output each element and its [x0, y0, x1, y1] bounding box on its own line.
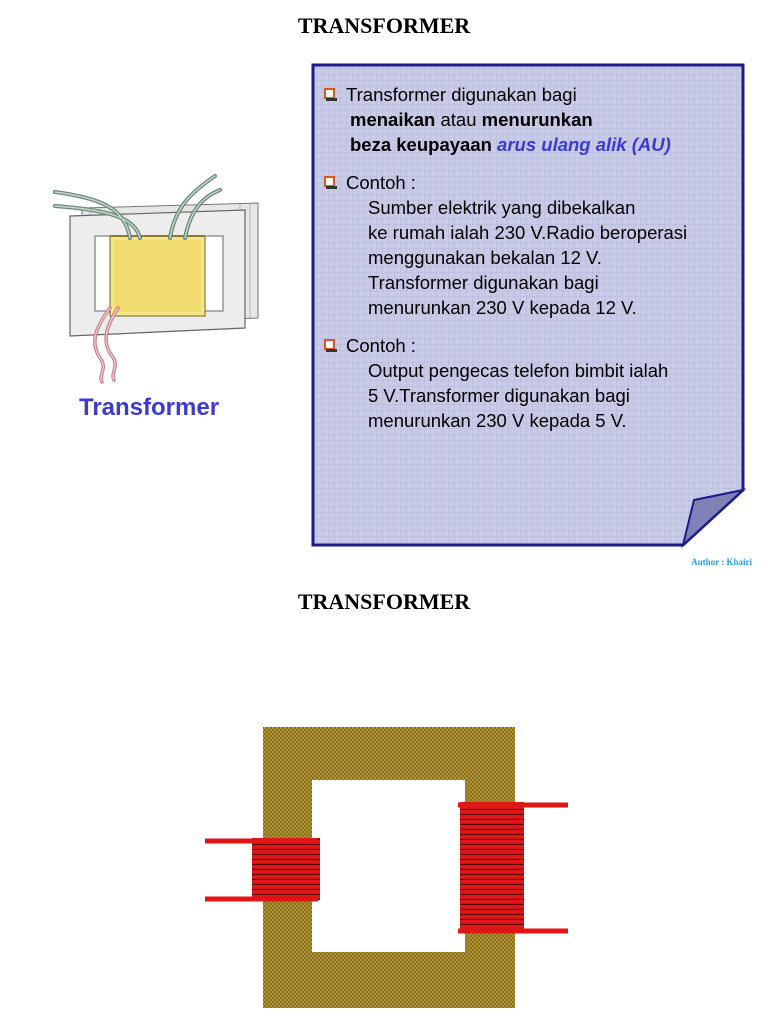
- transformer-core-diagram: [205, 727, 568, 1008]
- transformer-illustration: [53, 174, 259, 384]
- bullet-item-3: Contoh :: [322, 333, 742, 358]
- bullet-1-line-3: beza keupayaan arus ulang alik (AU): [350, 134, 671, 155]
- note-panel: [311, 63, 747, 548]
- bullet-1-line-2: menaikan atau menurunkan: [350, 109, 593, 130]
- bullet-item-2: Contoh :: [322, 170, 742, 195]
- example-1-line: menurunkan 230 V kepada 12 V.: [368, 297, 637, 318]
- example-2-line: Output pengecas telefon bimbit ialah: [368, 360, 669, 381]
- note-text: Transformer digunakan bagi menaikan atau…: [322, 82, 742, 433]
- checkbox-bullet-icon: [324, 176, 337, 189]
- example-2-line: 5 V.Transformer digunakan bagi: [368, 385, 630, 406]
- example-1-line: Transformer digunakan bagi: [368, 272, 599, 293]
- bullet-item-1: Transformer digunakan bagi: [322, 82, 742, 107]
- checkbox-bullet-icon: [324, 339, 337, 352]
- example-1-line: menggunakan bekalan 12 V.: [368, 247, 602, 268]
- transformer-caption: Transformer: [79, 394, 220, 421]
- example-2-line: menurunkan 230 V kepada 5 V.: [368, 410, 627, 431]
- author-credit: Author : Khairi: [691, 557, 752, 567]
- slide-title: TRANSFORMER: [297, 13, 471, 38]
- slide-title: TRANSFORMER: [297, 589, 471, 614]
- example-1-line: ke rumah ialah 230 V.Radio beroperasi: [368, 222, 688, 243]
- example-1-line: Sumber elektrik yang dibekalkan: [368, 197, 636, 218]
- checkbox-bullet-icon: [324, 88, 337, 101]
